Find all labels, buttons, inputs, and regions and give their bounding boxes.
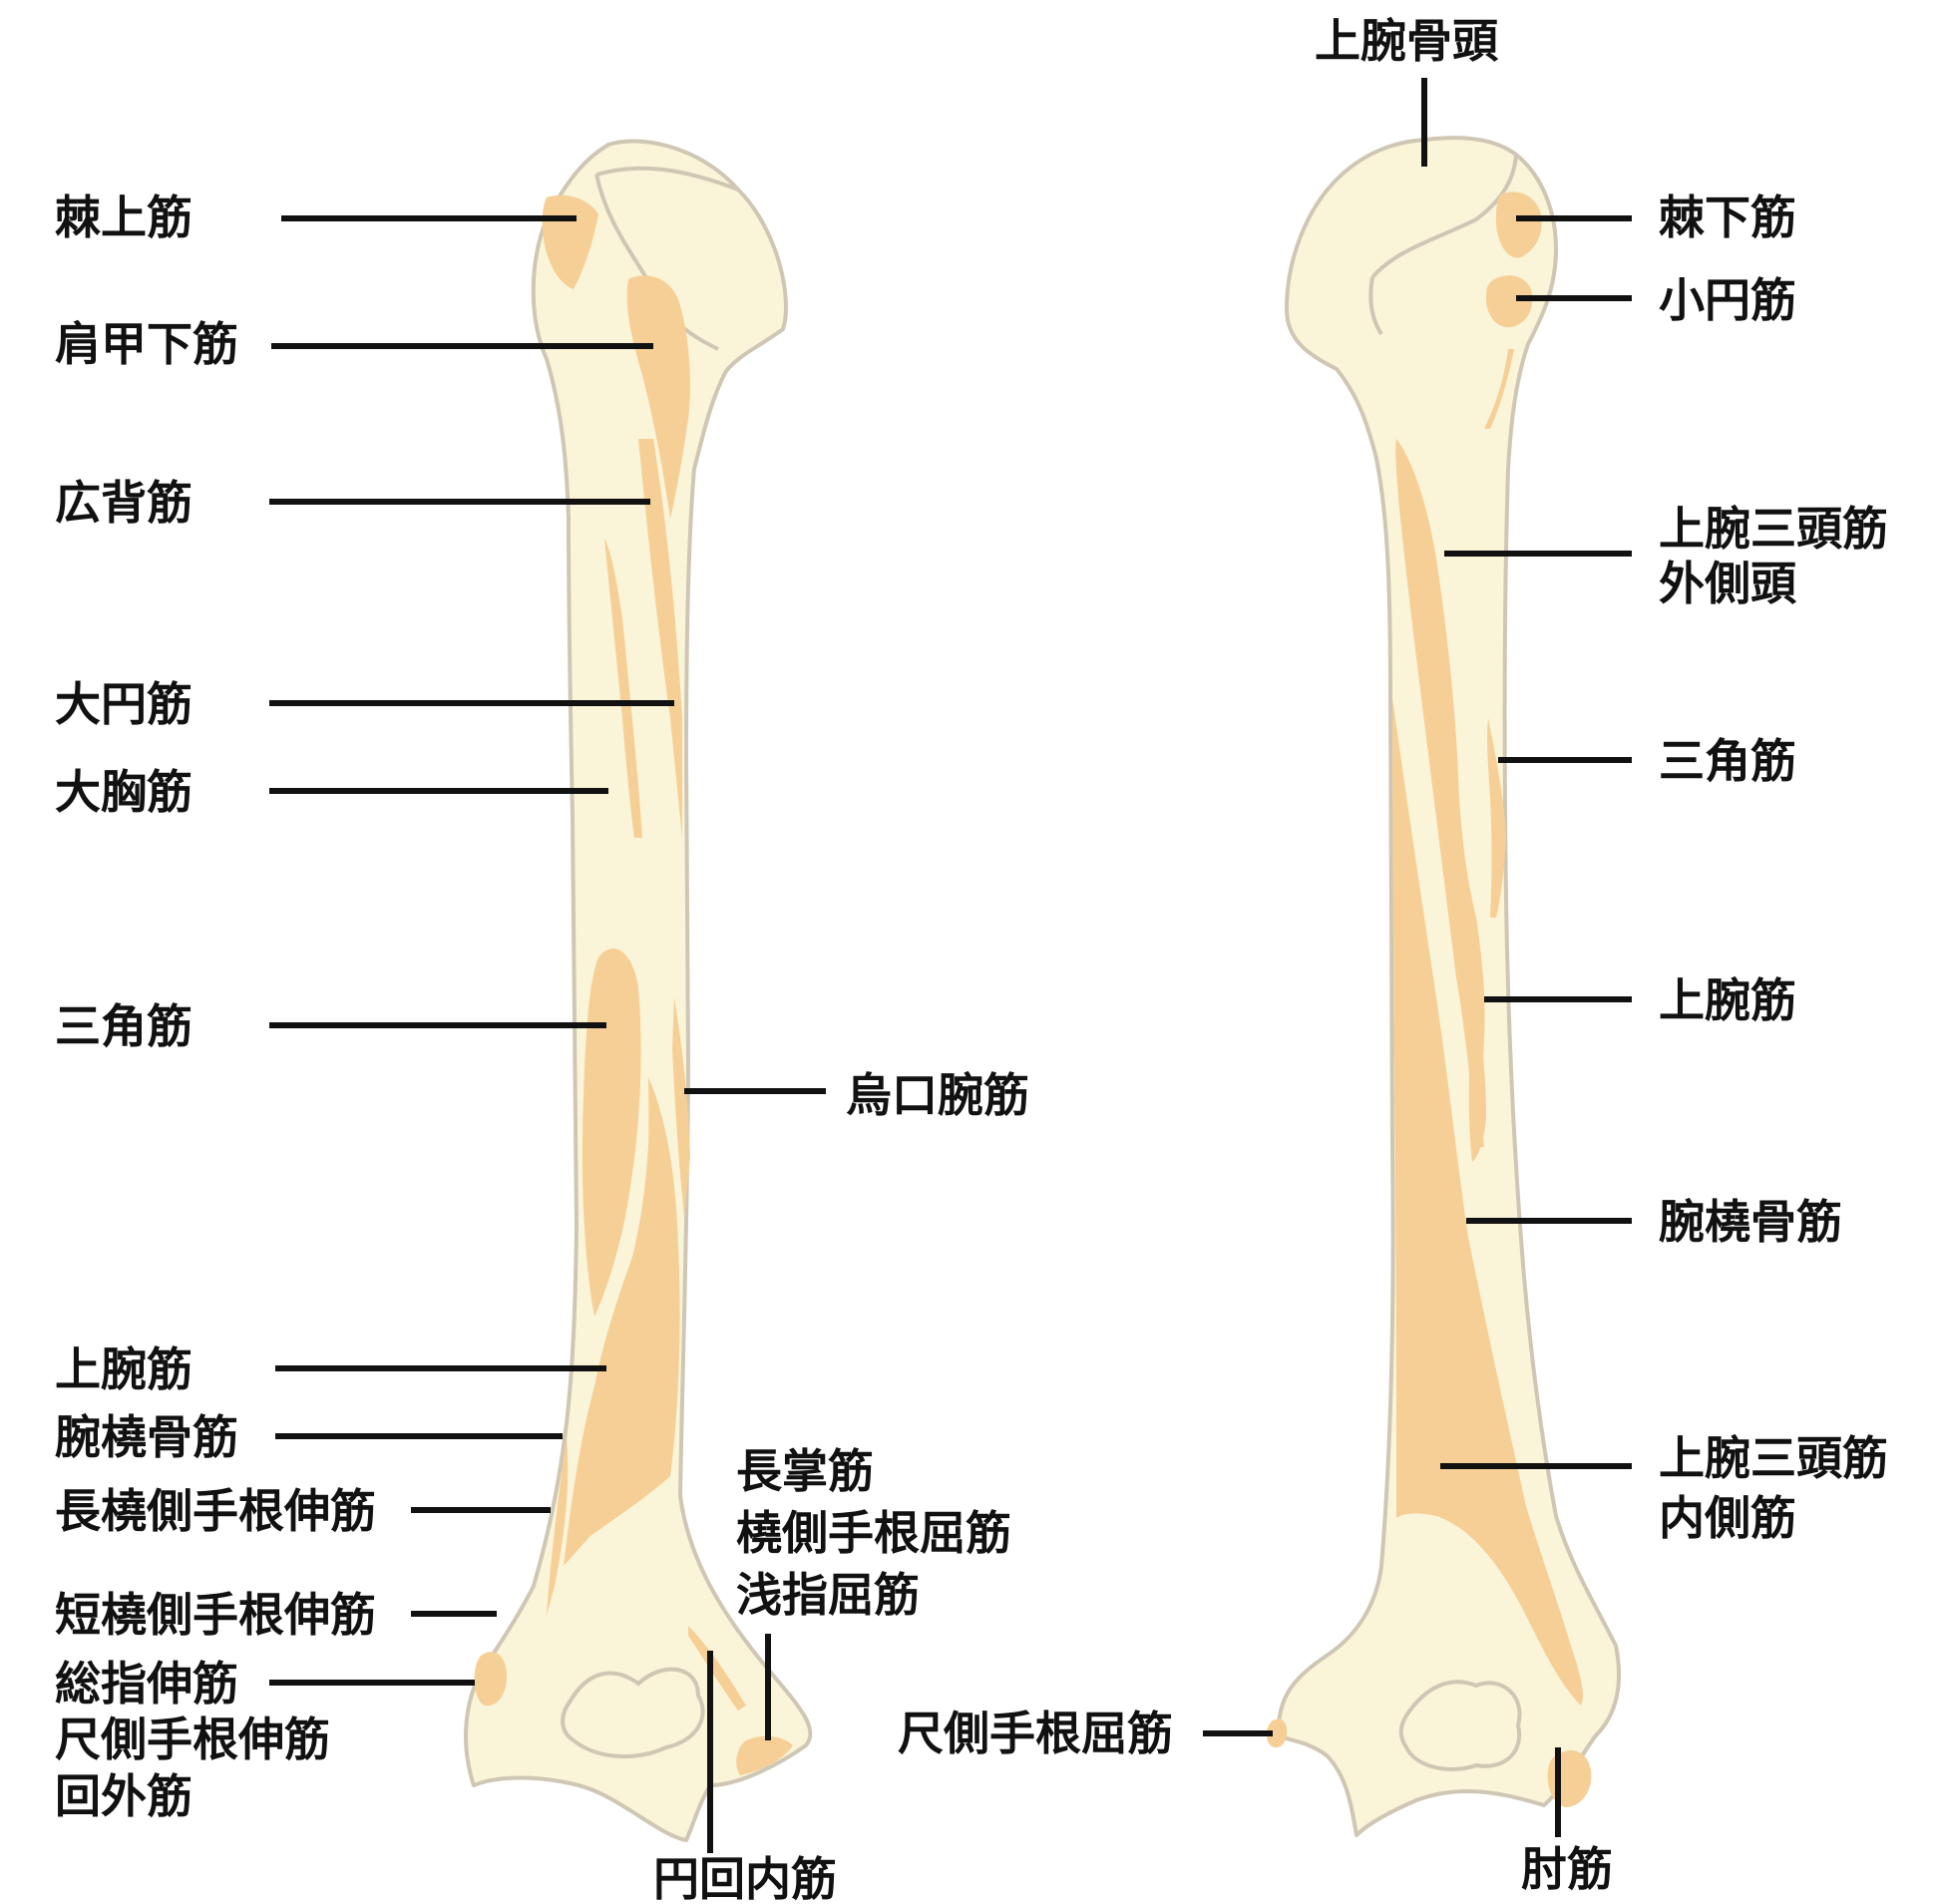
label-triceps-medial-1: 上腕三頭筋 <box>1659 1431 1888 1485</box>
label-brachialis-posterior: 上腕筋 <box>1659 973 1796 1027</box>
label-fcu: 尺側手根屈筋 <box>898 1707 1173 1760</box>
label-common-extensor-3: 回外筋 <box>55 1769 193 1823</box>
label-triceps-medial-2: 内側筋 <box>1659 1491 1796 1545</box>
label-ecr-brevis: 短橈側手根伸筋 <box>55 1588 376 1642</box>
label-coracobrachialis: 烏口腕筋 <box>846 1068 1029 1122</box>
label-brachioradialis-anterior: 腕橈骨筋 <box>55 1410 238 1464</box>
label-latissimus-dorsi: 広背筋 <box>55 476 193 530</box>
label-brachioradialis-posterior: 腕橈骨筋 <box>1659 1195 1842 1249</box>
label-teres-minor: 小円筋 <box>1659 273 1796 327</box>
label-deltoid-posterior: 三角筋 <box>1659 734 1796 788</box>
label-infraspinatus: 棘下筋 <box>1659 190 1796 244</box>
posterior-humerus <box>1267 138 1619 1835</box>
label-common-flexor-2: 橈側手根屈筋 <box>736 1506 1011 1560</box>
label-common-extensor-1: 総指伸筋 <box>55 1657 238 1711</box>
label-teres-major: 大円筋 <box>55 677 193 731</box>
anterior-coronoid-fossa <box>563 1670 702 1756</box>
label-ecr-longus: 長橈側手根伸筋 <box>55 1484 376 1538</box>
label-brachialis-anterior: 上腕筋 <box>55 1342 193 1396</box>
label-common-flexor-1: 長掌筋 <box>736 1444 874 1498</box>
label-common-extensor-2: 尺側手根伸筋 <box>55 1713 330 1766</box>
label-pectoralis-major: 大胸筋 <box>55 765 193 819</box>
label-humeral-head: 上腕骨頭 <box>1315 14 1499 68</box>
label-supraspinatus: 棘上筋 <box>55 190 193 244</box>
label-deltoid-anterior: 三角筋 <box>55 999 193 1053</box>
posterior-humerus-bone <box>1279 138 1619 1835</box>
label-triceps-lateral-2: 外側頭 <box>1659 557 1797 610</box>
label-anconeus: 肘筋 <box>1521 1842 1613 1896</box>
label-common-flexor-3: 浅指屈筋 <box>736 1568 920 1622</box>
posterior-anconeus-area <box>1548 1750 1592 1807</box>
label-pronator-teres: 円回内筋 <box>653 1852 837 1904</box>
label-triceps-lateral-1: 上腕三頭筋 <box>1659 502 1888 556</box>
label-subscapularis: 肩甲下筋 <box>55 317 238 371</box>
